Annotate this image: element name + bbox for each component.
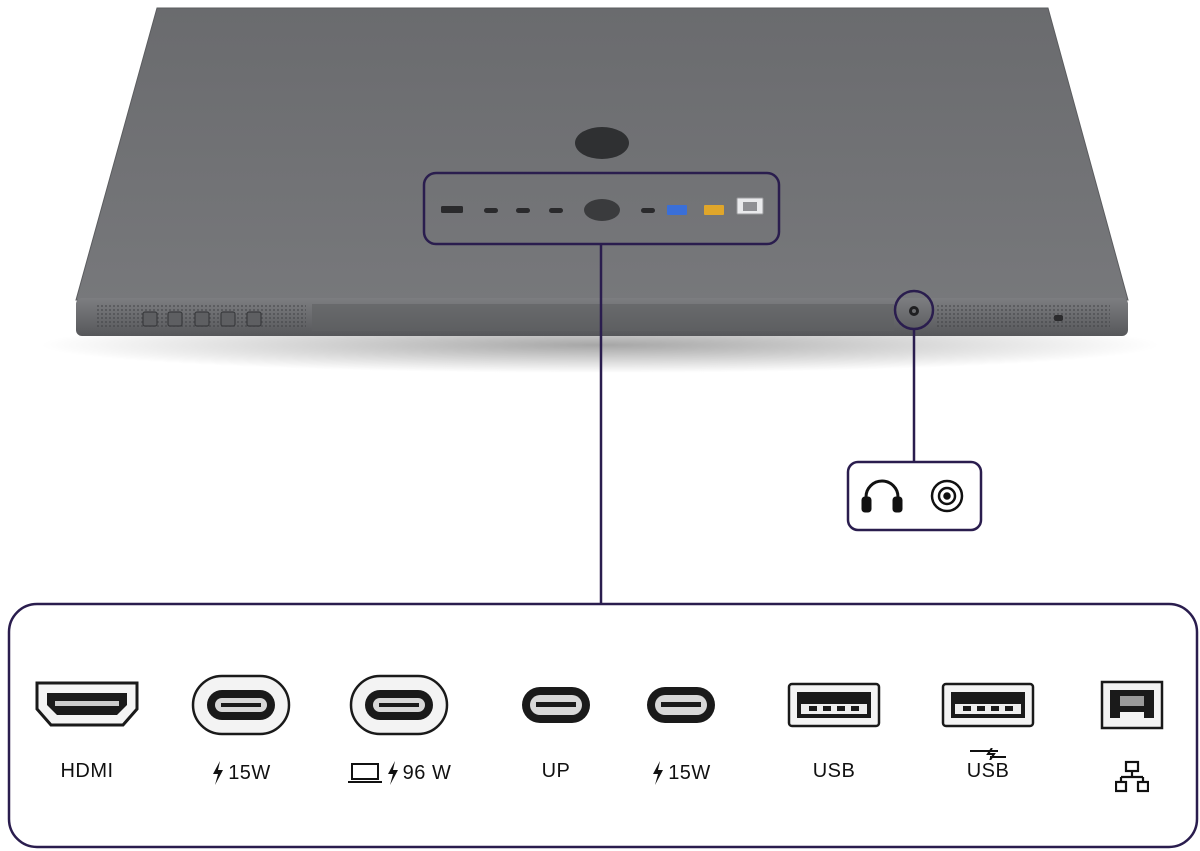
- audio-callout-box: [846, 460, 983, 532]
- port-label: HDMI: [60, 760, 113, 783]
- port-usbc-15w-b: 15W: [616, 670, 746, 800]
- port-usb-a: USB: [769, 670, 899, 800]
- usb-a-port-icon: [787, 670, 881, 740]
- usb-c-port-icon: [191, 670, 291, 740]
- port-label-text: 15W: [228, 761, 271, 784]
- monitor-port-strip: [441, 197, 764, 221]
- port-label: 15W: [211, 760, 271, 786]
- port-panel-frame: [7, 602, 1199, 849]
- port-label: USB: [813, 760, 856, 783]
- port-label: 96 W: [347, 760, 452, 786]
- port-label-text: USB: [812, 760, 856, 782]
- charging-icon: [968, 748, 1008, 760]
- port-label: 15W: [651, 760, 711, 786]
- port-usb-a-charge: USB: [923, 670, 1053, 800]
- hdmi-port-icon: [33, 670, 141, 740]
- laptop-icon: [347, 762, 383, 784]
- port-usbc-up: UP: [491, 670, 621, 800]
- lock-slot: [1054, 315, 1063, 321]
- port-ethernet: [1067, 670, 1197, 800]
- port-label: UP: [542, 760, 571, 783]
- ethernet-port-icon: [1100, 670, 1164, 740]
- control-buttons: [142, 311, 262, 327]
- port-label-text: 15W: [668, 761, 711, 784]
- port-usbc-15w-a: 15W: [176, 670, 306, 800]
- usb-c-port-icon: [349, 670, 449, 740]
- network-icon: [1115, 760, 1149, 794]
- speaker-grille-right: [935, 304, 1110, 328]
- audio-jack-icon: [930, 479, 964, 513]
- lightning-icon: [651, 760, 665, 786]
- usb-a-port-icon: [941, 670, 1035, 740]
- port-label-text: HDMI: [60, 760, 114, 782]
- headphones-icon: [861, 479, 903, 513]
- port-hdmi: HDMI: [22, 670, 152, 800]
- port-label: USB: [967, 748, 1010, 783]
- port-label-text: USB: [966, 760, 1010, 782]
- port-label-text: 96 W: [402, 761, 452, 784]
- stand-mount-hole: [575, 127, 629, 159]
- usb-c-port-icon: [645, 670, 717, 740]
- usb-c-port-icon: [520, 670, 592, 740]
- port-label: [1115, 760, 1149, 794]
- port-usbc-96w: 96 W: [334, 670, 464, 800]
- lightning-icon: [211, 760, 225, 786]
- lightning-icon: [386, 760, 400, 786]
- port-label-text: UP: [541, 760, 571, 782]
